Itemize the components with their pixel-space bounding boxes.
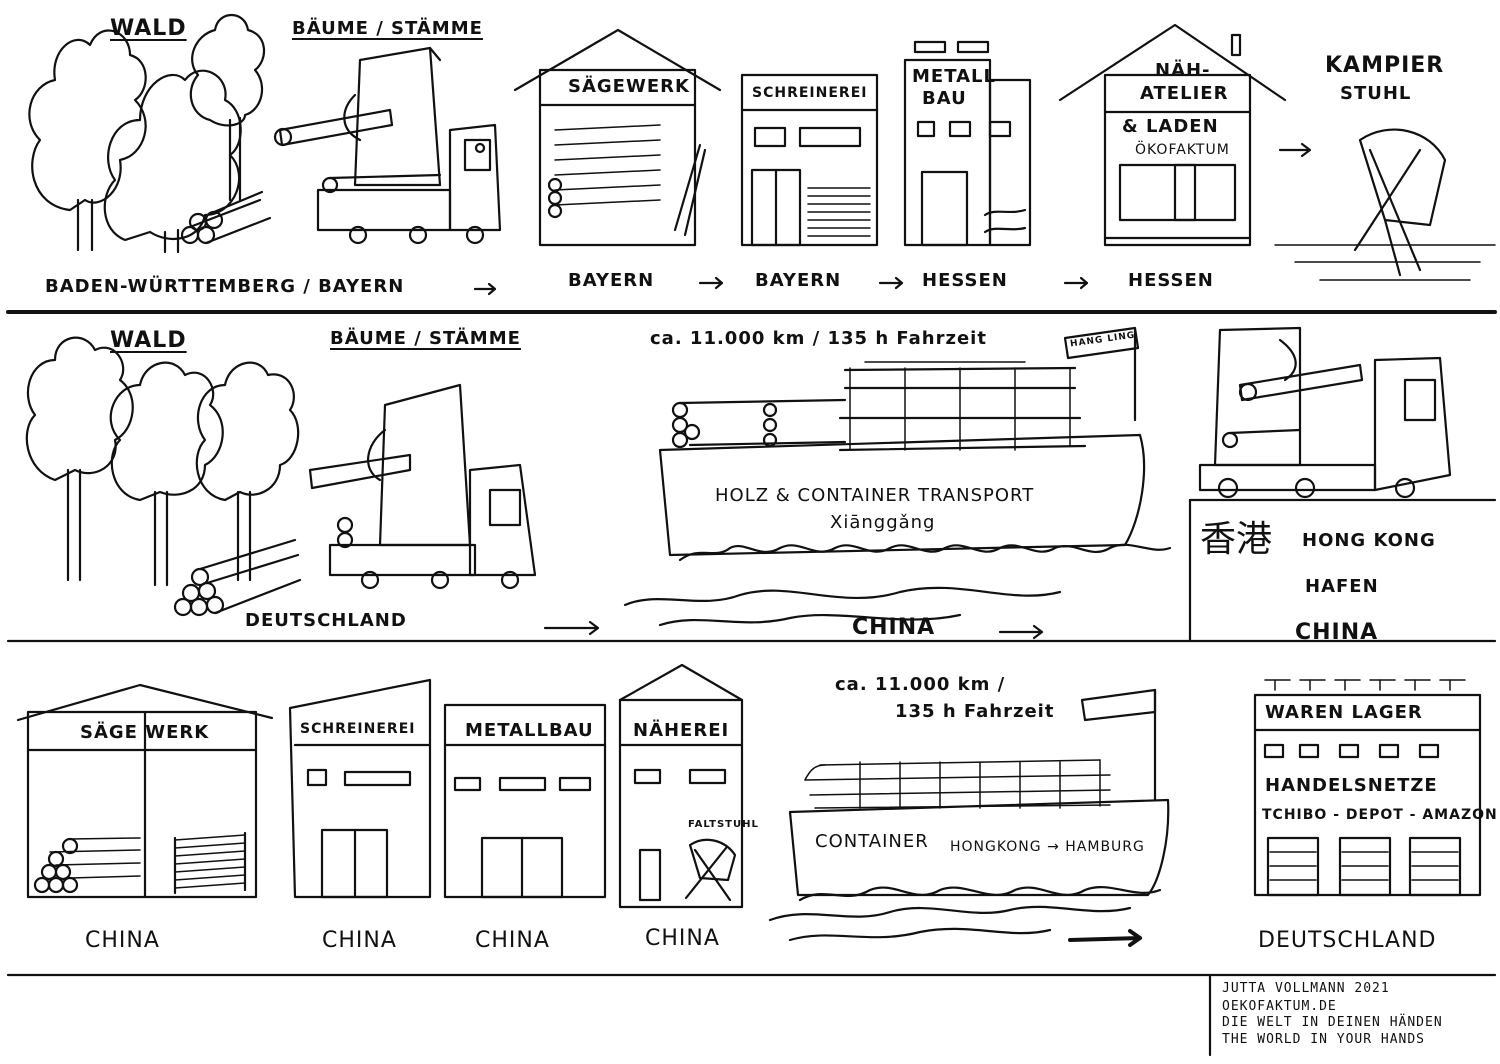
label-kampier-1: KAMPIER — [1325, 53, 1445, 78]
label-baeume-1: BÄUME / STÄMME — [292, 18, 483, 39]
credits-website: OEKOFAKTUM.DE — [1222, 999, 1337, 1014]
label-hk-2: HAFEN — [1305, 576, 1379, 597]
label-deutschland-3: DEUTSCHLAND — [1258, 928, 1437, 953]
truck-2 — [308, 383, 537, 590]
arrow-row-3 — [1068, 929, 1142, 947]
kampierstuhl-1 — [1274, 128, 1496, 281]
truck-3-hongkong — [1198, 326, 1452, 499]
arrows-row-1 — [473, 142, 1312, 296]
label-schreinerei-1: SCHREINEREI — [752, 85, 868, 101]
label-warenlager: WAREN LAGER — [1265, 702, 1423, 723]
ship-1 — [623, 326, 1172, 627]
label-china-2: CHINA — [852, 615, 936, 640]
label-region-5: HESSEN — [1128, 270, 1214, 291]
label-faltstuhl: FALTSTUHL — [688, 819, 759, 830]
naeherei-2 — [618, 663, 744, 909]
label-ship-container: CONTAINER — [815, 831, 929, 852]
metallbau-2 — [443, 703, 607, 899]
label-retailers: TCHIBO - DEPOT - AMAZON — [1262, 807, 1498, 823]
label-region-3: BAYERN — [755, 270, 842, 291]
label-region-1: BADEN-WÜRTTEMBERG / BAYERN — [45, 276, 405, 297]
logs-pile-1 — [180, 190, 272, 245]
forest-2 — [25, 336, 300, 587]
label-wald-1: WALD — [110, 16, 187, 41]
label-atelier-1: ATELIER — [1140, 83, 1229, 104]
label-distance-3b: 135 h Fahrzeit — [895, 701, 1055, 722]
label-oekofaktum-1: ÖKOFAKTUM — [1135, 142, 1230, 158]
label-distance-3a: ca. 11.000 km / — [835, 674, 1006, 695]
warenlager — [1253, 679, 1482, 897]
label-region-4: HESSEN — [922, 270, 1008, 291]
schreinerei-1 — [740, 73, 879, 247]
label-laden-1: & LADEN — [1122, 116, 1219, 137]
label-distance-2: ca. 11.000 km / 135 h Fahrzeit — [650, 328, 987, 349]
credits-slogan-de: DIE WELT IN DEINEN HÄNDEN — [1222, 1015, 1443, 1030]
credits-author: JUTTA VOLLMANN 2021 — [1222, 981, 1390, 996]
label-schreinerei-2: SCHREINEREI — [300, 721, 416, 737]
naehatelier-1 — [1058, 23, 1287, 247]
label-deutschland-2: DEUTSCHLAND — [245, 610, 407, 631]
label-china-3d: CHINA — [645, 926, 720, 951]
label-naeherei-2: NÄHEREI — [633, 720, 730, 741]
forest-1 — [28, 14, 265, 254]
label-china-3c: CHINA — [475, 928, 550, 953]
label-ship-xianggang: Xiānggǎng — [830, 512, 936, 533]
label-hk-chinese: 香港 — [1200, 519, 1273, 560]
saegewerk-1 — [513, 28, 722, 247]
schreinerei-2 — [288, 678, 432, 899]
label-ship-route: HONGKONG → HAMBURG — [950, 839, 1145, 855]
label-metallbau-1a: METALL — [912, 66, 996, 87]
label-metallbau-1b: BAU — [922, 88, 967, 109]
label-handelsnetze: HANDELSNETZE — [1265, 775, 1438, 796]
arrows-row-2 — [543, 620, 1044, 640]
label-naeh-1: NÄH- — [1155, 60, 1211, 81]
label-saegewerk-2: SÄGE WERK — [80, 722, 210, 743]
ship-2 — [768, 688, 1170, 942]
label-region-2: BAYERN — [568, 270, 655, 291]
label-stuhl-1: STUHL — [1340, 83, 1412, 104]
label-metallbau-2: METALLBAU — [465, 720, 594, 741]
label-china-3a: CHINA — [85, 928, 160, 953]
label-baeume-2: BÄUME / STÄMME — [330, 328, 521, 349]
logs-pile-2 — [173, 538, 302, 617]
saegewerk-2 — [16, 683, 274, 899]
truck-1 — [273, 46, 502, 245]
label-china-3b: CHINA — [322, 928, 397, 953]
label-ship-transport: HOLZ & CONTAINER TRANSPORT — [715, 485, 1035, 506]
metallbau-1 — [903, 40, 1032, 247]
label-wald-2: WALD — [110, 328, 187, 353]
label-hk-3: CHINA — [1295, 620, 1379, 645]
label-saegewerk-1: SÄGEWERK — [568, 76, 690, 97]
credits-slogan-en: THE WORLD IN YOUR HANDS — [1222, 1032, 1426, 1047]
label-hk-1: HONG KONG — [1302, 530, 1436, 551]
